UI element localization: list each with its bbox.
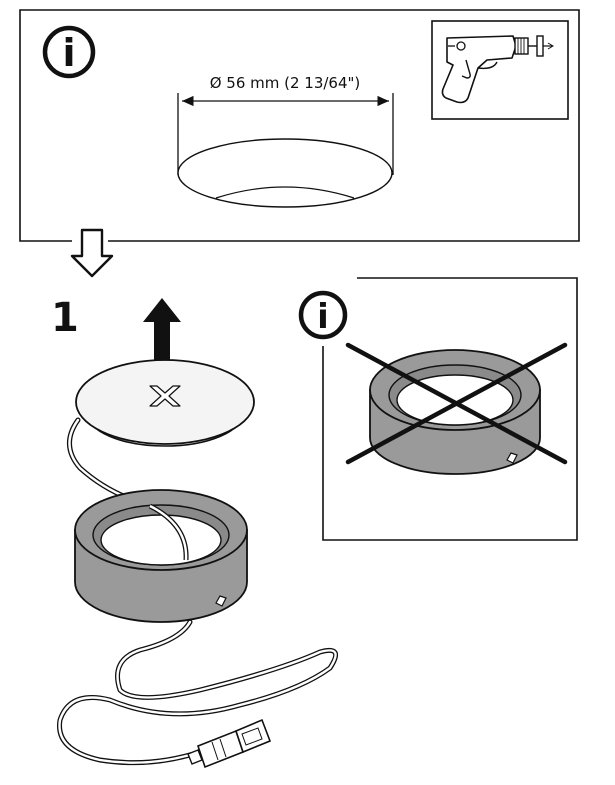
info-symbol: i xyxy=(62,31,75,75)
diameter-dimension: Ø 56 mm (2 13/64") xyxy=(177,74,394,175)
info-symbol: i xyxy=(317,297,329,337)
info-icon: i xyxy=(42,25,96,79)
charger-lid xyxy=(75,359,255,447)
panel-frame xyxy=(19,9,580,242)
usb-plug xyxy=(187,718,272,769)
up-arrow-icon xyxy=(143,298,181,368)
step-number: 1 xyxy=(51,295,79,341)
hole-illustration xyxy=(177,138,393,208)
info-icon: i xyxy=(298,290,348,340)
hole-info-panel: i Ø 56 mm (2 13/64") xyxy=(19,9,580,242)
mounting-ring xyxy=(74,489,248,623)
wrong-orientation-panel: i xyxy=(298,277,578,541)
hole-saw-drill-icon xyxy=(431,20,569,120)
diameter-label: Ø 56 mm (2 13/64") xyxy=(210,74,361,92)
crossed-out-ring-icon xyxy=(345,342,568,475)
charging-cross-icon xyxy=(149,385,181,407)
down-arrow-icon xyxy=(70,228,114,278)
